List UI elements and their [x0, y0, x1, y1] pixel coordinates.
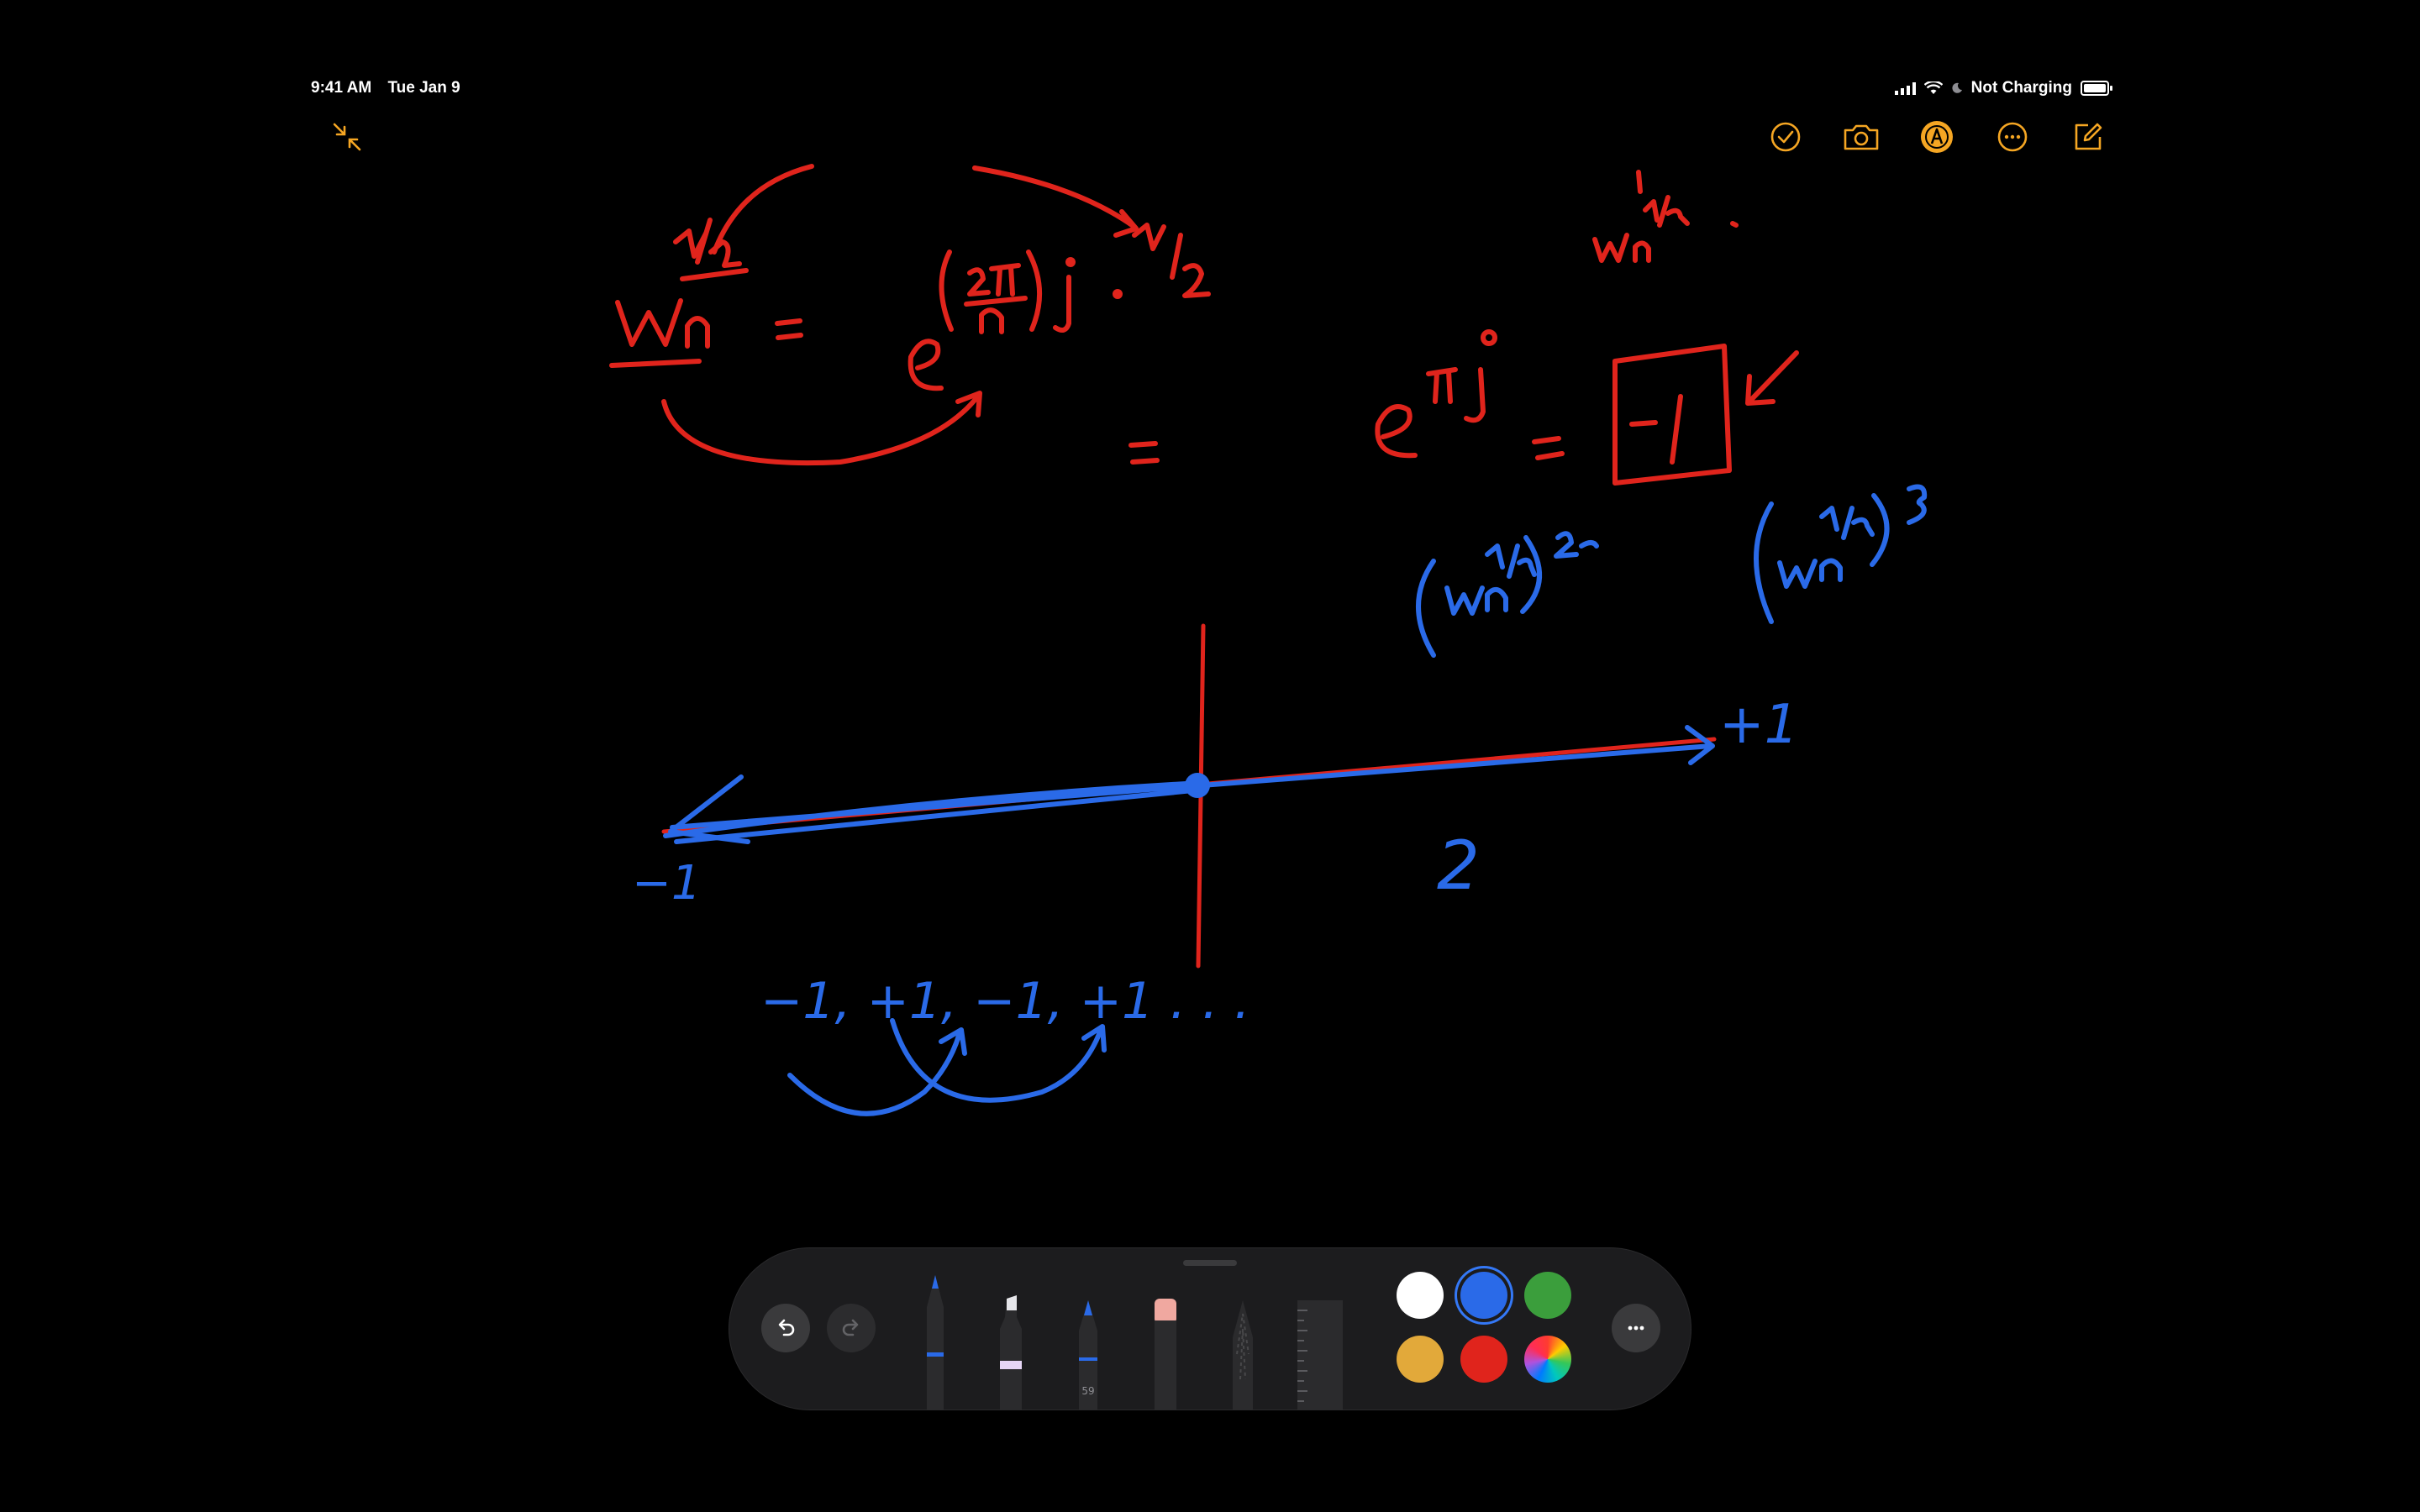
arrow-to-box	[1745, 350, 1799, 406]
status-right: Not Charging	[1894, 79, 2112, 97]
paren-open-1	[939, 249, 954, 332]
pencil-tool[interactable]: 59	[1067, 1295, 1109, 1410]
top-toolbar	[1765, 116, 2109, 158]
omega-n-small	[1592, 233, 1651, 263]
collapse-icon	[333, 123, 361, 151]
marker-tool[interactable]	[990, 1292, 1032, 1410]
status-date: Tue Jan 9	[387, 79, 460, 97]
compose-icon	[2075, 123, 2102, 150]
letter-e-1	[908, 339, 944, 391]
omega-n-pow-n-half	[609, 218, 749, 368]
omega-exponent-small	[1636, 170, 1739, 228]
paren-open-2	[1416, 559, 1436, 658]
collapse-button[interactable]	[328, 118, 366, 156]
axis-arrow-right-icon	[1685, 725, 1715, 765]
exponent-n-half	[1132, 223, 1211, 298]
equals-sign-3	[1532, 436, 1565, 460]
equals-sign-1	[775, 318, 803, 340]
arrow-arc-bottom	[661, 391, 982, 466]
redo-button[interactable]	[827, 1304, 876, 1352]
arrow-arc-top-left	[712, 164, 814, 255]
camera-icon	[1844, 124, 1879, 150]
eraser-tool[interactable]	[1144, 1292, 1186, 1410]
ruler-tool[interactable]	[1294, 1297, 1346, 1410]
redo-icon	[842, 1319, 859, 1336]
palette-more-button[interactable]	[1612, 1304, 1660, 1352]
pencil-width-label: 59	[1081, 1385, 1094, 1397]
paren-close-1	[1026, 249, 1042, 332]
tool-palette: 59	[729, 1248, 1691, 1410]
arrow-arc-top-right	[972, 165, 1139, 238]
undo-icon	[778, 1319, 795, 1336]
paren-close-2	[1520, 535, 1543, 614]
sequence-arc-2	[890, 1018, 1107, 1103]
fraction-bar-1	[964, 296, 1028, 307]
exponent-2n	[1554, 531, 1599, 559]
undo-button[interactable]	[761, 1304, 810, 1352]
axis-label-right: +1	[1719, 694, 1798, 756]
battery-icon	[2081, 81, 2112, 96]
wifi-icon	[1923, 81, 1943, 94]
battery-status-text: Not Charging	[1970, 79, 2072, 97]
color-swatch-blue[interactable]	[1460, 1272, 1507, 1319]
checkmark-icon	[1770, 122, 1801, 152]
axis-label-left: −1	[632, 856, 702, 911]
markup-icon	[1921, 121, 1953, 153]
sequence-arc-1	[787, 1027, 967, 1116]
axis-arrow-left-icon	[668, 774, 750, 844]
color-swatch-white[interactable]	[1397, 1272, 1444, 1319]
equals-sign-2	[1128, 441, 1160, 465]
number-line	[661, 623, 1717, 969]
more-icon	[1997, 122, 2028, 152]
status-left: 9:41 AM Tue Jan 9	[311, 79, 472, 97]
letter-n-1	[979, 307, 1004, 334]
palette-grabber[interactable]	[1183, 1260, 1237, 1266]
exponent-3	[1907, 484, 1928, 525]
cellular-signal-icon	[1894, 81, 1916, 95]
status-time: 9:41 AM	[311, 79, 372, 97]
dot-j-1	[1065, 257, 1076, 267]
count-label: 2	[1437, 827, 1480, 905]
paren-open-3	[1754, 501, 1774, 624]
exponent-n-half-3	[1819, 506, 1875, 540]
paren-close-3	[1870, 493, 1890, 567]
pi-j	[1426, 367, 1486, 423]
sequence-label: −1, +1, −1, +1 . . .	[760, 972, 1250, 1031]
dot-mult-1	[1113, 289, 1123, 299]
letter-e-2	[1375, 404, 1418, 459]
more-options-button[interactable]	[1991, 116, 2033, 158]
lasso-tool[interactable]	[1222, 1295, 1264, 1410]
exponent-n-half-2	[1485, 543, 1537, 579]
pen-tool[interactable]	[914, 1267, 956, 1410]
color-swatch-red[interactable]	[1460, 1336, 1507, 1383]
letter-j-1	[1053, 275, 1071, 333]
more-horizontal-icon	[1628, 1326, 1644, 1331]
boxed-minus-one	[1612, 344, 1732, 486]
omega-n-2	[1444, 585, 1508, 616]
new-note-button[interactable]	[2067, 116, 2109, 158]
markup-button[interactable]	[1916, 116, 1958, 158]
omega-n-3	[1777, 558, 1843, 589]
camera-button[interactable]	[1840, 116, 1882, 158]
color-picker-spectrum[interactable]	[1524, 1336, 1571, 1383]
dot-j-2	[1481, 329, 1497, 346]
battery-fill	[2084, 84, 2106, 92]
done-button[interactable]	[1765, 116, 1807, 158]
color-swatch-yellow[interactable]	[1397, 1336, 1444, 1383]
two-pi	[967, 263, 1021, 297]
origin-point	[1185, 773, 1210, 798]
color-swatch-green[interactable]	[1524, 1272, 1571, 1319]
moon-icon	[1952, 82, 1962, 93]
status-bar: 9:41 AM Tue Jan 9 Not Charging	[311, 76, 2112, 104]
